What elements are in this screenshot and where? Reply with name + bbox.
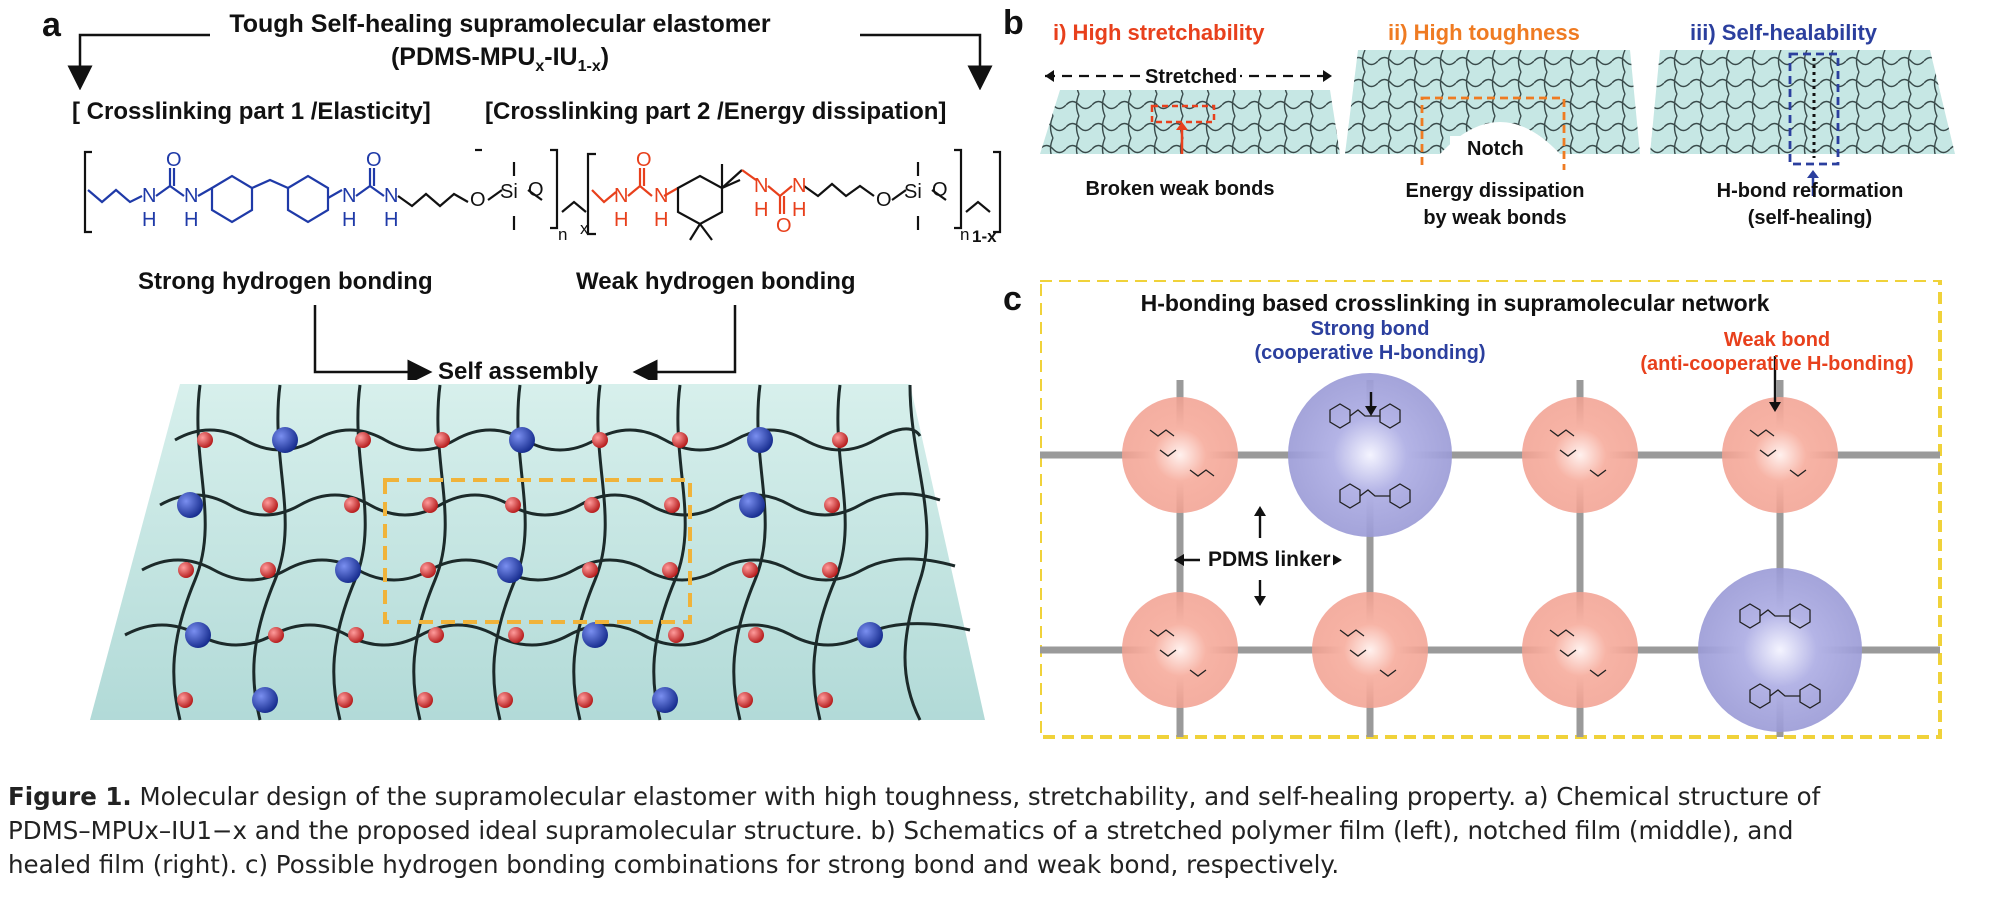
svg-text:O: O (470, 189, 486, 211)
svg-text:O: O (528, 179, 544, 201)
svg-text:H: H (754, 199, 768, 221)
crosslink-part2: [Crosslinking part 2 /Energy dissipation… (485, 98, 947, 125)
svg-text:O: O (636, 149, 652, 171)
weak-bond-label: Weak bond (anti-cooperative H-bonding) (1612, 328, 1942, 376)
panel-b-title-1: i) High stretchability (1053, 20, 1265, 45)
svg-text:H: H (342, 209, 356, 231)
caption-label: Figure 1. (8, 782, 132, 811)
panel-b-label-3: H-bond reformation (self-healing) (1685, 178, 1935, 232)
svg-text:H: H (384, 209, 398, 231)
panel-c-network (1040, 280, 1942, 739)
svg-text:x: x (580, 219, 589, 238)
svg-text:H: H (184, 209, 198, 231)
svg-text:N: N (384, 185, 398, 207)
svg-text:N: N (142, 185, 156, 207)
svg-text:N: N (654, 185, 668, 207)
svg-text:H: H (614, 209, 628, 231)
svg-text:H: H (792, 199, 806, 221)
caption-line1-text: Molecular design of the supramolecular e… (139, 782, 1821, 811)
panel-b-label-2b: by weak bonds (1423, 207, 1567, 229)
svg-text:n: n (960, 225, 969, 244)
self-assembly-arrows (313, 305, 737, 380)
panel-c-title: H-bonding based crosslinking in supramol… (1140, 290, 1770, 316)
panel-a-title-arrows (67, 33, 993, 90)
healing-arrow (1807, 170, 1819, 196)
strong-bond-line2: (cooperative H-bonding) (1254, 342, 1486, 364)
caption-line1: Figure 1. Molecular design of the supram… (8, 780, 1998, 814)
svg-text:1-x: 1-x (972, 227, 997, 246)
svg-text:N: N (614, 185, 628, 207)
panel-b-label-1: Broken weak bonds (1085, 178, 1275, 200)
panel-b-films (1040, 50, 1955, 170)
panel-b-title-3: iii) Self-healability (1690, 20, 1878, 45)
svg-text:N: N (342, 185, 356, 207)
svg-text:Si: Si (904, 181, 922, 203)
panel-b-label-2a: Energy dissipation (1405, 180, 1585, 202)
panel-a-title-line2: (PDMS-MPUx-IU1-x) (390, 43, 610, 75)
panel-b-title-2: ii) High toughness (1388, 20, 1580, 45)
stretched-label: Stretched (1145, 66, 1238, 88)
weak-bond-line1: Weak bond (1723, 329, 1831, 351)
network-film (90, 384, 985, 721)
svg-text:O: O (876, 189, 892, 211)
chemical-structure: N H O N H N H O N H O Si O n x N H O N H… (83, 148, 1002, 246)
self-assembly-label: Self assembly (438, 358, 599, 385)
svg-text:n: n (558, 225, 567, 244)
svg-text:N: N (754, 175, 768, 197)
svg-text:N: N (792, 175, 806, 197)
svg-text:O: O (366, 149, 382, 171)
svg-text:O: O (776, 215, 792, 237)
caption-line2: PDMS–MPUx–IU1−x and the proposed ideal s… (8, 816, 1794, 845)
weak-bond-line2: (anti-cooperative H-bonding) (1640, 353, 1914, 375)
svg-text:H: H (142, 209, 156, 231)
svg-text:O: O (166, 149, 182, 171)
notch-label: Notch (1467, 138, 1524, 160)
crosslink-part1: [ Crosslinking part 1 /Elasticity] (72, 98, 431, 125)
pdms-linker-label: PDMS linker (1206, 548, 1333, 572)
svg-text:N: N (184, 185, 198, 207)
strong-hbond-label: Strong hydrogen bonding (138, 268, 433, 295)
caption-line3: healed film (right). c) Possible hydroge… (8, 850, 1340, 879)
panel-a-title: Tough Self-healing supramolecular elasto… (150, 8, 850, 83)
figure-caption: Figure 1. Molecular design of the supram… (8, 780, 1998, 882)
panel-c-letter: c (1003, 280, 1022, 318)
weak-hbond-label: Weak hydrogen bonding (576, 268, 856, 295)
svg-text:O: O (932, 179, 948, 201)
panel-b-letter: b (1003, 4, 1024, 42)
panel-b-label-2: Energy dissipation by weak bonds (1370, 178, 1620, 232)
svg-text:H: H (654, 209, 668, 231)
panel-b-label-3b: (self-healing) (1747, 207, 1873, 229)
panel-a-letter: a (42, 6, 61, 44)
strong-bond-line1: Strong bond (1310, 318, 1430, 340)
strong-bond-label: Strong bond (cooperative H-bonding) (1210, 317, 1530, 365)
svg-text:Si: Si (500, 181, 518, 203)
panel-b-label-3a: H-bond reformation (1716, 180, 1904, 202)
panel-a-title-line1: Tough Self-healing supramolecular elasto… (229, 10, 771, 38)
